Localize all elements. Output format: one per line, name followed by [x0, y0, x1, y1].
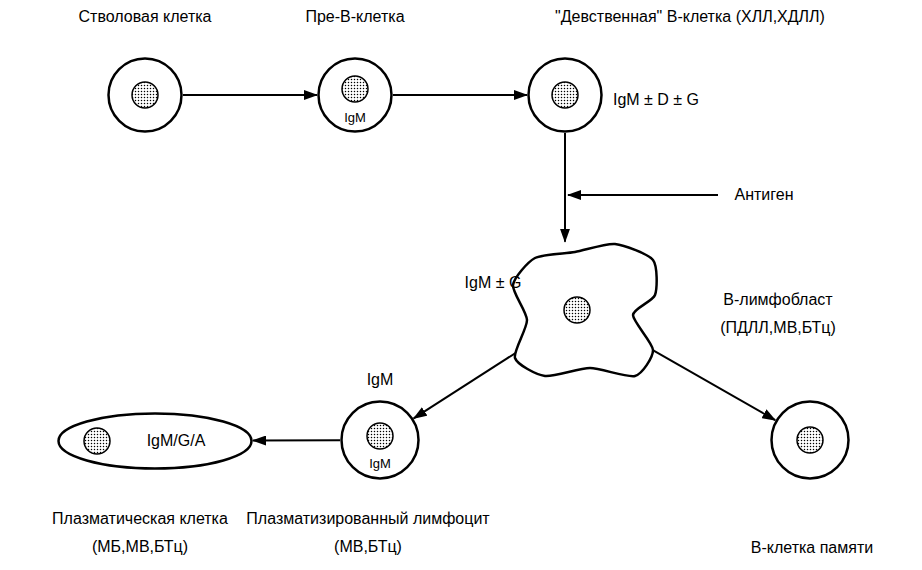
memory-b-cell: В-клетка памяти — [770, 400, 850, 480]
cell-nucleus — [564, 297, 590, 323]
cell-membrane — [342, 402, 419, 479]
cell-membrane — [529, 59, 602, 132]
stem-cell: Стволовая клетка — [107, 57, 183, 133]
cell-nucleus — [84, 428, 110, 454]
cell-label: Стволовая клетка — [79, 3, 212, 31]
cell-label: В-лимфобласт (ПДЛЛ,МВ,БТц) — [698, 286, 858, 342]
cell-membrane — [772, 402, 849, 479]
arrow-connector — [183, 94, 317, 96]
arrow-connector — [564, 133, 566, 242]
naive-b-cell: "Девственная" В-клетка (ХЛЛ,ХДЛЛ)IgM ± D… — [527, 57, 603, 133]
pre-b-cell: Пре-В-клеткаIgM — [317, 57, 393, 133]
cell-label: Плазматическая клетка (МБ,МВ,БТц) — [15, 505, 265, 561]
cell-label: Пре-В-клетка — [305, 3, 404, 31]
cell-label: "Девственная" В-клетка (ХЛЛ,ХДЛЛ) — [555, 3, 825, 31]
cell-nucleus — [367, 423, 393, 449]
cell-membrane — [109, 59, 182, 132]
cell-nucleus — [552, 82, 578, 108]
cell-label: IgM — [369, 450, 391, 478]
antigen-label: Антиген — [735, 181, 794, 209]
cell-nucleus — [342, 76, 368, 102]
b-lymphoblast: IgM ± GВ-лимфобласт (ПДЛЛ,МВ,БТц) — [505, 240, 660, 380]
cell-label: В-клетка памяти — [751, 534, 873, 562]
cell-label: IgM/G/A — [147, 427, 206, 455]
cell-label: IgM ± D ± G — [613, 86, 699, 114]
cell-nucleus — [132, 82, 158, 108]
plasmatized-lymphocyte: IgMIgMПлазматизированный лимфоцит (МВ,БТ… — [340, 400, 420, 480]
plasma-cell: IgM/G/AПлазматическая клетка (МБ,МВ,БТц) — [57, 412, 253, 470]
cell-membrane — [513, 244, 657, 376]
arrow-connector — [393, 94, 527, 96]
cell-label: IgM — [367, 366, 394, 394]
cell-nucleus — [797, 427, 823, 453]
cell-outline — [107, 57, 183, 133]
cell-label: Плазматизированный лимфоцит (МВ,БТц) — [237, 505, 499, 561]
arrow-connector — [648, 347, 775, 420]
cell-outline — [770, 400, 850, 480]
cell-label: IgM — [344, 104, 366, 132]
cell-outline — [505, 240, 660, 380]
cell-outline — [527, 57, 603, 133]
cell-label: IgM ± G — [465, 269, 522, 297]
arrow-connector — [253, 439, 340, 441]
arrow-connector — [414, 351, 520, 419]
cell-membrane — [319, 59, 392, 132]
antigen-arrow — [568, 194, 718, 196]
cell-membrane — [59, 414, 252, 469]
